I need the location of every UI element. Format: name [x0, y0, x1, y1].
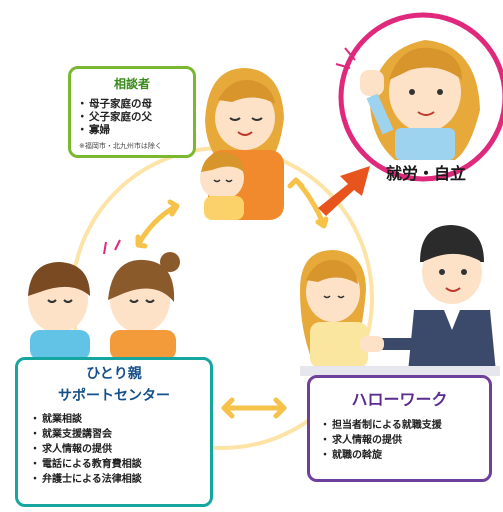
consultation-item: 寡婦: [77, 124, 193, 137]
hello-work-box: ハローワーク 担当者制による就職支援 求人情報の提供 就職の斡旋: [307, 375, 492, 482]
arrow-top-left: [135, 199, 180, 249]
support-center-title-line1: ひとり親: [86, 366, 142, 382]
support-center-item: 求人情報の提供: [30, 442, 210, 457]
mother-child-illustration: [200, 68, 284, 220]
support-center-box: ひとり親 サポートセンター 就業相談 就業支援講習会 求人情報の提供 電話による…: [15, 357, 213, 507]
arrow-bottom: [221, 397, 287, 419]
support-center-item: 就業支援講習会: [30, 427, 210, 442]
hello-work-item: 求人情報の提供: [320, 433, 489, 448]
goal-label: 就労・自立: [385, 164, 466, 183]
support-center-item: 弁護士による法律相談: [30, 472, 210, 487]
support-center-title-line2: サポートセンター: [58, 388, 170, 404]
consultation-item: 父子家庭の父: [77, 111, 193, 124]
consultation-title: 相談者: [113, 77, 150, 91]
hello-work-item: 就職の斡旋: [320, 448, 489, 463]
consultation-item: 母子家庭の母: [77, 98, 193, 111]
support-center-item: 電話による教育費相談: [30, 457, 210, 472]
consultation-note: ※福岡市・北九州市は除く: [79, 142, 162, 150]
support-center-staff-illustration: [28, 239, 180, 360]
support-center-item: 就業相談: [30, 412, 210, 427]
cycle-arrows: [135, 177, 329, 419]
hello-work-title: ハローワーク: [351, 390, 448, 409]
goal-person-illustration: [335, 40, 480, 160]
consultation-box: 相談者 母子家庭の母 父子家庭の父 寡婦 ※福岡市・北九州市は除く: [68, 66, 196, 158]
hello-work-item: 担当者制による就職支援: [320, 418, 489, 433]
arrow-top-right: [287, 177, 329, 229]
goal-arrow: [318, 166, 370, 216]
hello-work-staff-illustration: [300, 225, 500, 376]
